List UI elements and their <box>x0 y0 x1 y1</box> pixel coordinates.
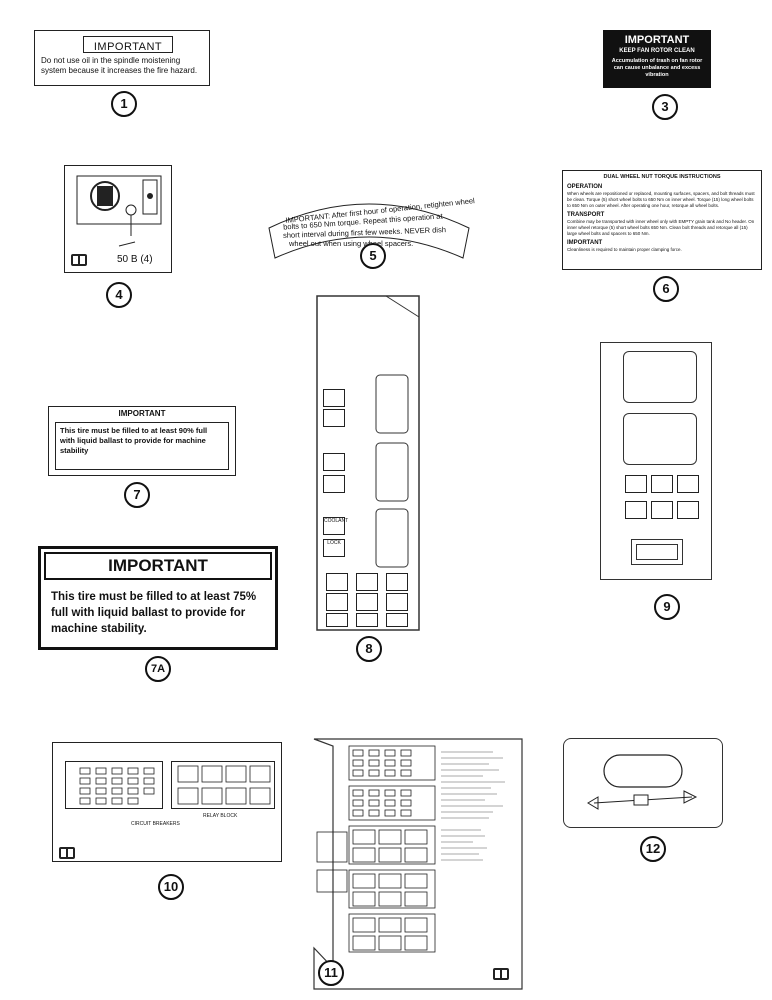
wrench-icon <box>386 613 408 627</box>
fan-speed-icon <box>323 389 345 407</box>
callout-9: 9 <box>654 594 680 620</box>
hopper-icon <box>386 573 408 591</box>
decal-6-h3: IMPORTANT <box>567 240 603 246</box>
decal-6-p3: Cleanliness is required to maintain prop… <box>567 247 682 252</box>
decal-1-title-box: IMPORTANT <box>83 36 173 53</box>
decal-7-text: This tire must be filled to at least 90%… <box>60 426 208 455</box>
hourglass-icon <box>651 475 673 493</box>
callout-11: 11 <box>318 960 344 986</box>
decal-4-code: 50 B (4) <box>117 254 153 265</box>
decal-1-title: IMPORTANT <box>93 41 163 53</box>
decal-6: DUAL WHEEL NUT TORQUE INSTRUCTIONS OPERA… <box>562 170 762 270</box>
tank-full-icon <box>326 593 348 611</box>
decal-10-left-title: CIRCUIT BREAKERS <box>131 821 180 827</box>
relay-block <box>171 761 275 809</box>
callout-8: 8 <box>356 636 382 662</box>
engine-illustration <box>76 175 162 247</box>
fan-alarm-icon <box>677 475 699 493</box>
decal-6-h2: TRANSPORT <box>567 212 605 218</box>
alarm-bell-icon <box>625 475 647 493</box>
reel-icon <box>625 501 647 519</box>
decal-6-title: DUAL WHEEL NUT TORQUE INSTRUCTIONS <box>603 174 721 180</box>
decal-3-title: IMPORTANT <box>624 34 690 46</box>
decal-12 <box>563 738 723 828</box>
decal-3-text: Accumulation of trash on fan rotor can c… <box>611 58 703 78</box>
parking-icon <box>356 613 378 627</box>
engine-oil-icon <box>323 475 345 493</box>
decal-10: RELAY BLOCK CIRCUIT BREAKERS <box>52 742 282 862</box>
decal-5-outline <box>268 203 470 259</box>
decal-7a-title: IMPORTANT <box>108 556 208 575</box>
decal-7a-title-band: IMPORTANT <box>44 552 272 580</box>
callout-1: 1 <box>111 91 137 117</box>
decal-1-text: Do not use oil in the spindle moistening… <box>41 56 198 75</box>
rotor-icon <box>356 593 378 611</box>
lock-icon: LOCK <box>323 539 345 557</box>
decal-9-window-mid <box>623 413 697 465</box>
decal-5-line4: wheel out when using wheel spacers. <box>289 239 414 248</box>
callout-10: 10 <box>158 874 184 900</box>
decal-9-display <box>631 539 683 565</box>
thaw-icon <box>326 613 348 627</box>
decal-6-p2: Combine may be transported with inner wh… <box>567 219 755 236</box>
decal-7: IMPORTANT This tire must be filled to at… <box>48 406 236 476</box>
decal-7a: IMPORTANT This tire must be filled to at… <box>38 546 278 650</box>
decal-9 <box>600 342 712 580</box>
decal-11 <box>313 738 523 990</box>
decal-7-title: IMPORTANT <box>118 409 166 418</box>
callout-3: 3 <box>652 94 678 120</box>
latch-illustration <box>587 754 698 810</box>
fuel-icon <box>356 573 378 591</box>
decal-4: 50 B (4) <box>64 165 172 273</box>
decal-1: IMPORTANT Do not use oil in the spindle … <box>34 30 210 86</box>
decal-11-outline <box>313 738 523 990</box>
decal-8: COOLANT LOCK <box>316 295 420 631</box>
decal-6-h1: OPERATION <box>567 184 603 190</box>
circuit-breaker-block <box>65 761 163 809</box>
service-icon <box>386 593 408 611</box>
callout-7a: 7A <box>145 656 171 682</box>
down-arrow-icon <box>677 501 699 519</box>
book-icon-11 <box>493 968 509 980</box>
decal-7a-text: This tire must be filled to at least 75%… <box>51 591 257 635</box>
alarm-icon <box>651 501 673 519</box>
callout-6: 6 <box>653 276 679 302</box>
book-icon-10 <box>59 847 75 859</box>
callout-4: 4 <box>106 282 132 308</box>
decal-8-outline <box>316 295 420 631</box>
seat-icon <box>326 573 348 591</box>
battery-icon <box>323 409 345 427</box>
callout-7: 7 <box>124 482 150 508</box>
decal-6-p1: When wheels are repositioned or replaced… <box>567 191 755 208</box>
decal-3: IMPORTANT KEEP FAN ROTOR CLEAN Accumulat… <box>603 30 711 88</box>
callout-5: 5 <box>360 243 386 269</box>
decal-10-right-title: RELAY BLOCK <box>203 813 238 819</box>
coolant-icon: COOLANT <box>323 517 348 535</box>
decal-9-window-top <box>623 351 697 403</box>
book-icon <box>71 254 87 266</box>
arrow-right-icon <box>323 453 345 471</box>
decal-3-subtitle: KEEP FAN ROTOR CLEAN <box>619 48 695 54</box>
decal-7-inner: This tire must be filled to at least 90%… <box>55 422 229 470</box>
decal-5: IMPORTANT: After first hour of operation… <box>263 186 475 266</box>
callout-12: 12 <box>640 836 666 862</box>
